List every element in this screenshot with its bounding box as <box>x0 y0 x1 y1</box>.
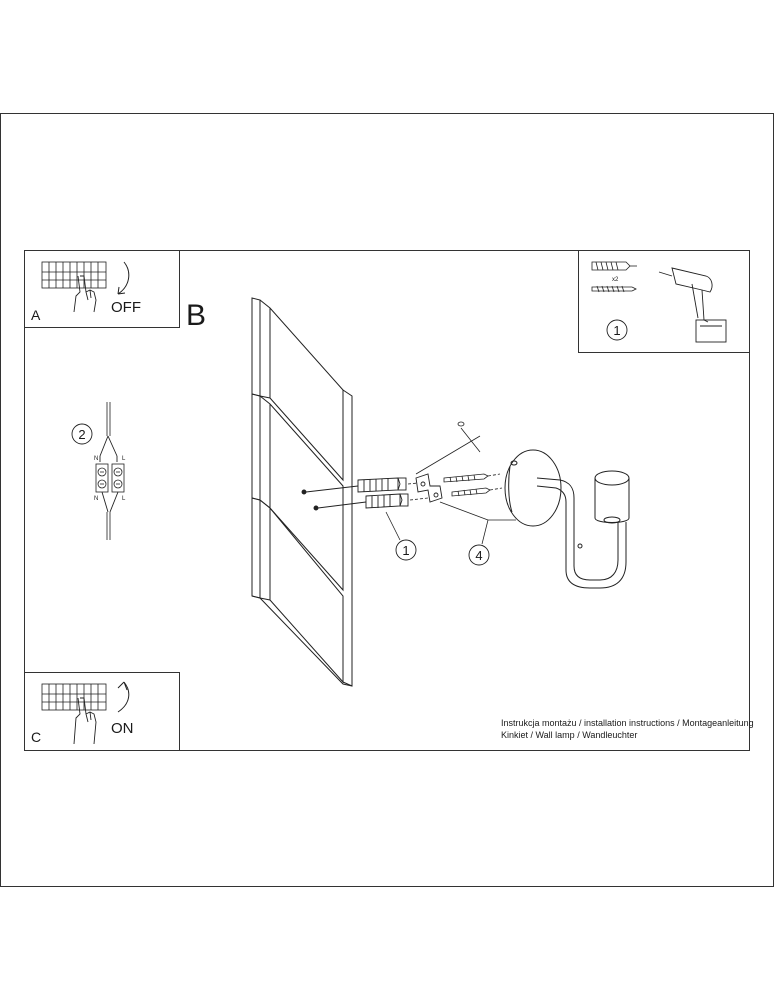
panel-a-action: OFF <box>111 299 141 316</box>
hand-icon <box>73 275 97 313</box>
breaker-panel-icon <box>41 261 107 289</box>
wall-illustration <box>251 297 353 687</box>
main-frame <box>24 250 750 751</box>
neutral-label-top: N <box>94 456 98 462</box>
terminal-block-icon <box>95 463 125 493</box>
step-circle <box>71 423 93 445</box>
curved-arrow-icon <box>117 681 130 713</box>
callout-bracket: 4 <box>468 519 490 566</box>
mounting-bracket <box>415 473 443 503</box>
tools-step-number: 1 <box>613 323 620 338</box>
live-label-bottom: L <box>122 496 126 502</box>
panel-a: A OFF <box>24 250 180 328</box>
screw-icon <box>591 285 637 293</box>
panel-c-letter: C <box>31 729 41 745</box>
caption-subtitle: Kinkiet / Wall lamp / Wandleuchter <box>501 730 638 740</box>
panel-b-letter: B <box>186 299 206 332</box>
curved-arrow-icon <box>117 261 130 295</box>
step-circle <box>606 319 628 341</box>
panel-a-letter: A <box>31 307 41 323</box>
wiring-step-number: 2 <box>78 427 85 442</box>
panel-c-action: ON <box>111 720 134 737</box>
breaker-panel-icon <box>41 683 107 711</box>
wiring-diagram: 2 N L N L <box>71 402 126 540</box>
wall-lamp-icon <box>504 449 630 589</box>
callout-plugs: 1 <box>385 511 417 561</box>
screws <box>407 421 503 501</box>
panel-c: C ON <box>24 672 180 751</box>
caption-title: Instrukcja montażu / installation instru… <box>501 718 754 728</box>
wall-plugs <box>301 477 409 511</box>
live-label-top: L <box>122 456 126 462</box>
wall-plug-icon <box>591 261 637 271</box>
hand-icon <box>73 697 97 745</box>
neutral-label-bottom: N <box>94 496 98 502</box>
callout-plugs-number: 1 <box>402 543 409 558</box>
page-frame <box>0 113 774 887</box>
tools-panel: x2 1 <box>578 250 750 353</box>
tools-quantity: x2 <box>612 277 619 283</box>
callout-bracket-number: 4 <box>475 548 482 563</box>
drill-icon <box>658 267 727 343</box>
